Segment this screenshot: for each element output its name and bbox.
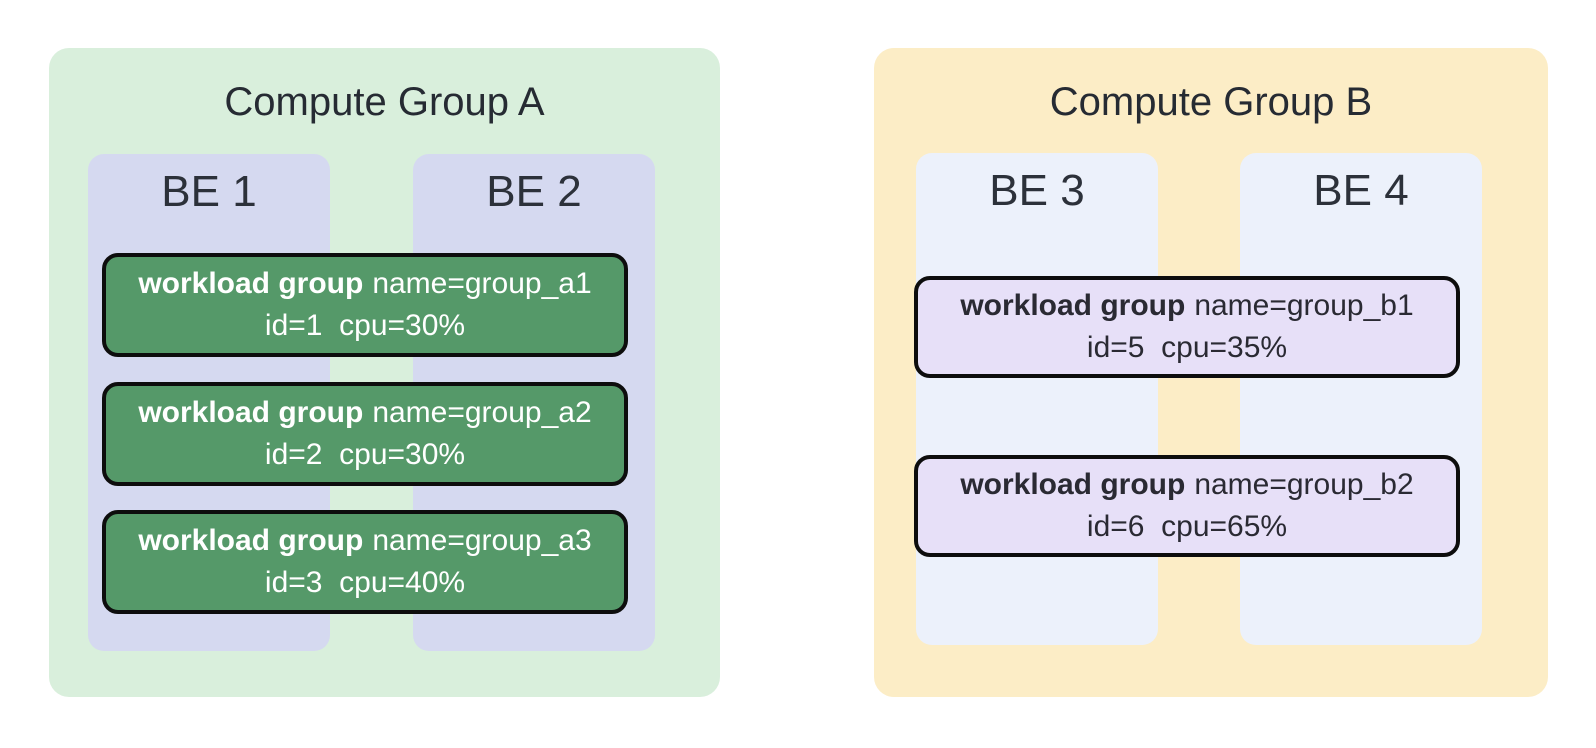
workload-keyword: workload group [960,468,1186,501]
workload-group-a1-detail: id=1 cpu=30% [264,309,466,342]
workload-name: name=group_a1 [372,267,592,300]
backend-be4-label: BE 4 [1313,166,1409,215]
backend-be4: BE 4 [1240,153,1482,645]
compute-group-a-panel: Compute Group A BE 1 BE 2 workload group… [49,48,720,697]
backend-be3-label: BE 3 [989,166,1085,215]
compute-group-a-title: Compute Group A [224,80,545,124]
workload-name: name=group_b2 [1194,468,1414,501]
workload-keyword: workload group [960,289,1186,322]
workload-keyword: workload group [138,396,364,429]
compute-group-b-title: Compute Group B [1049,80,1373,124]
backend-be3: BE 3 [916,153,1158,645]
workload-name: name=group_a3 [372,524,592,557]
workload-group-a2-detail: id=2 cpu=30% [264,438,466,471]
backend-be1-label: BE 1 [161,167,257,216]
backend-be2-label: BE 2 [486,167,582,216]
compute-group-b-panel: Compute Group B BE 3 BE 4 workload group… [874,48,1548,697]
workload-group-a3-detail: id=3 cpu=40% [264,566,466,599]
workload-keyword: workload group [138,267,364,300]
workload-keyword: workload group [138,524,364,557]
workload-group-b2-detail: id=6 cpu=65% [1086,510,1288,543]
workload-name: name=group_a2 [372,396,592,429]
workload-name: name=group_b1 [1194,289,1414,322]
workload-group-b1-detail: id=5 cpu=35% [1086,331,1288,364]
